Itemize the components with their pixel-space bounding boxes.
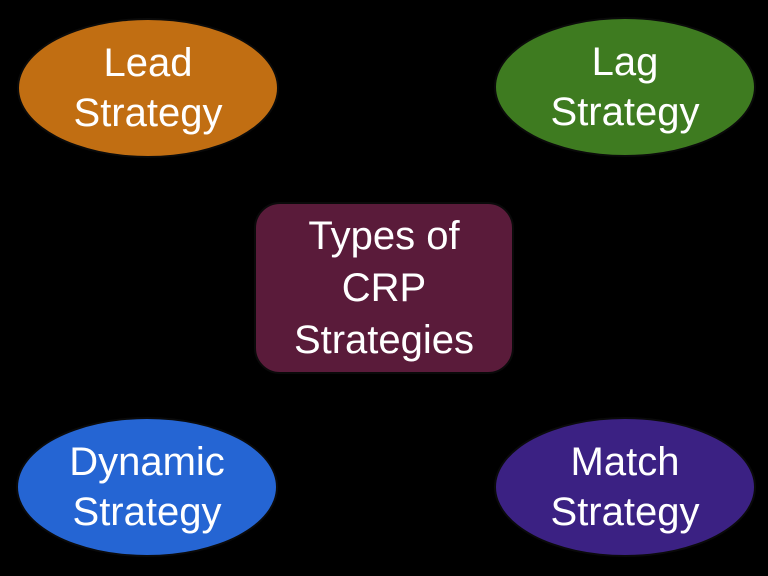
node-match-strategy-label: Match Strategy [551, 437, 700, 537]
node-lag-strategy: Lag Strategy [494, 17, 756, 157]
node-dynamic-strategy: Dynamic Strategy [16, 417, 278, 557]
label-line: Strategy [73, 91, 223, 135]
label-line: CRP [341, 266, 427, 310]
node-lag-strategy-label: Lag Strategy [551, 37, 700, 137]
label-line: Strategy [550, 90, 700, 134]
node-dynamic-strategy-label: Dynamic Strategy [69, 437, 225, 537]
label-line: Match [570, 440, 680, 484]
label-line: Strategies [293, 318, 475, 362]
label-line: Dynamic [69, 440, 225, 484]
label-line: Lead [103, 41, 193, 85]
node-center-label: Types of CRP Strategies [294, 210, 474, 366]
label-line: Types of [308, 214, 460, 258]
node-lead-strategy: Lead Strategy [17, 18, 279, 158]
label-line: Lag [591, 40, 659, 84]
label-line: Strategy [72, 490, 222, 534]
label-line: Strategy [550, 490, 700, 534]
node-match-strategy: Match Strategy [494, 417, 756, 557]
node-types-of-crp-strategies: Types of CRP Strategies [254, 202, 514, 374]
node-lead-strategy-label: Lead Strategy [74, 38, 223, 138]
